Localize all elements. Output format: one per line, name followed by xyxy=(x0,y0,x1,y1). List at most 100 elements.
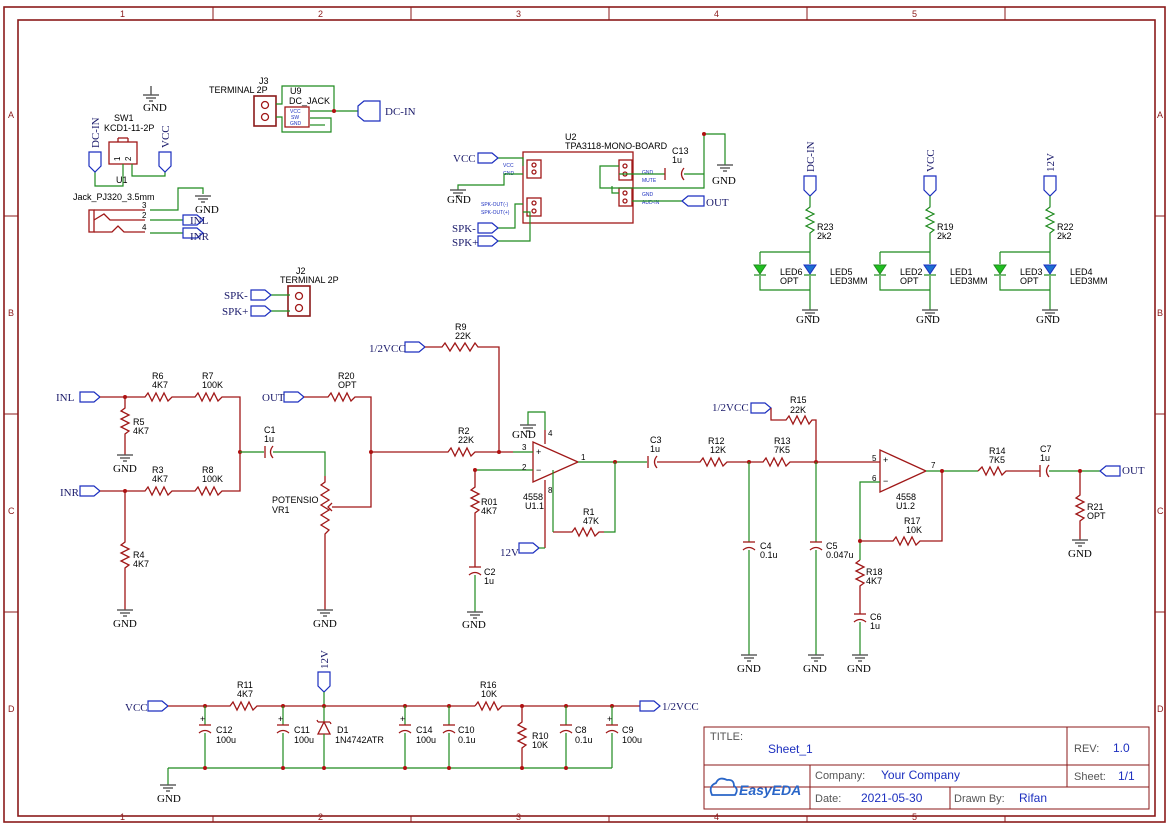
row-b: B xyxy=(8,308,14,318)
svg-text:R10: R10 xyxy=(532,731,549,741)
svg-text:SPK+: SPK+ xyxy=(452,237,478,249)
svg-text:4K7: 4K7 xyxy=(133,426,149,436)
svg-text:+: + xyxy=(607,714,612,724)
svg-text:GND: GND xyxy=(447,194,471,206)
svg-text:LED3MM: LED3MM xyxy=(1070,276,1108,286)
svg-text:DC-IN: DC-IN xyxy=(805,141,817,172)
svg-text:100u: 100u xyxy=(294,735,314,745)
col-5: 5 xyxy=(912,9,917,19)
svg-text:INR: INR xyxy=(190,231,210,243)
title-value: Sheet_1 xyxy=(768,742,813,756)
col-4: 4 xyxy=(714,9,719,19)
svg-text:GND: GND xyxy=(1036,314,1060,326)
svg-text:OPT: OPT xyxy=(900,276,919,286)
svg-text:TPA3118-MONO-BOARD: TPA3118-MONO-BOARD xyxy=(565,141,668,151)
inr-flag-top: INR xyxy=(182,227,210,243)
drawn-label: Drawn By: xyxy=(954,793,1005,805)
svg-text:INL: INL xyxy=(56,392,75,404)
col-5-bottom: 5 xyxy=(912,812,917,822)
svg-text:100K: 100K xyxy=(202,380,223,390)
svg-text:47K: 47K xyxy=(583,516,599,526)
svg-text:U1.2: U1.2 xyxy=(896,501,915,511)
svg-text:INR: INR xyxy=(60,487,80,499)
svg-text:10K: 10K xyxy=(481,689,497,699)
svg-text:1u: 1u xyxy=(1040,453,1050,463)
svg-text:POTENSIO: POTENSIO xyxy=(272,495,319,505)
svg-text:10K: 10K xyxy=(532,740,548,750)
vr1-potentiometer: POTENSIO VR1 GND xyxy=(272,476,340,630)
col-3-bottom: 3 xyxy=(516,812,521,822)
out-flag-u2: OUT xyxy=(681,195,729,209)
svg-text:C4: C4 xyxy=(760,541,772,551)
date-label: Date: xyxy=(815,793,841,805)
rev-label: REV: xyxy=(1074,743,1099,755)
svg-text:0.1u: 0.1u xyxy=(760,550,778,560)
svg-text:7K5: 7K5 xyxy=(774,445,790,455)
svg-text:R23: R23 xyxy=(817,222,834,232)
svg-text:OPT: OPT xyxy=(338,380,357,390)
svg-text:U1.1: U1.1 xyxy=(525,501,544,511)
svg-text:R13: R13 xyxy=(774,436,791,446)
gnd-u2-right: GND xyxy=(712,164,736,187)
svg-text:+: + xyxy=(400,714,405,724)
svg-text:C1: C1 xyxy=(264,425,276,435)
svg-text:GND: GND xyxy=(1068,548,1092,560)
svg-text:+: + xyxy=(278,714,283,724)
svg-text:GND: GND xyxy=(796,314,820,326)
spk-plus-flag-j2: SPK+ xyxy=(222,305,272,318)
svg-text:C11: C11 xyxy=(294,725,310,735)
power-supply-section: VCC R11 4K7 R16 10K 1/2VCC GND 12V + C12… xyxy=(125,650,699,805)
svg-text:22K: 22K xyxy=(790,405,806,415)
svg-text:C8: C8 xyxy=(575,725,587,735)
svg-text:100u: 100u xyxy=(622,735,642,745)
svg-text:LED3MM: LED3MM xyxy=(950,276,988,286)
led-group-12v: 12V R22 2k2 LED3 OPT LED4 LED3MM GND xyxy=(993,153,1108,326)
svg-text:GND: GND xyxy=(847,663,871,675)
svg-text:MUTE: MUTE xyxy=(642,178,657,184)
svg-text:R21: R21 xyxy=(1087,502,1104,512)
svg-text:R4: R4 xyxy=(133,550,145,560)
svg-text:5: 5 xyxy=(872,454,877,463)
svg-text:R8: R8 xyxy=(202,465,214,475)
svg-text:SPK-: SPK- xyxy=(452,223,476,235)
spk-minus-flag-j2: SPK- xyxy=(224,289,272,302)
vcc-flag-u2: VCC xyxy=(453,152,499,165)
svg-text:D1: D1 xyxy=(337,725,349,735)
row-labels: A B C D A B C D xyxy=(8,110,1164,714)
rev-value: 1.0 xyxy=(1113,741,1130,755)
j2-speaker-terminal: J2 TERMINAL 2P xyxy=(271,266,339,317)
svg-text:R17: R17 xyxy=(904,516,921,526)
r20-resistor: R20 OPT xyxy=(304,371,372,508)
audio-jack: Jack_PJ320_3.5mm 3 2 4 GND xyxy=(73,187,219,234)
svg-text:OUT: OUT xyxy=(262,392,285,404)
svg-text:2: 2 xyxy=(124,156,133,161)
svg-text:2k2: 2k2 xyxy=(817,231,832,241)
svg-text:1: 1 xyxy=(113,156,122,161)
svg-text:2: 2 xyxy=(142,211,147,220)
svg-text:DC_JACK: DC_JACK xyxy=(289,96,330,106)
svg-text:LED1: LED1 xyxy=(950,267,973,277)
svg-text:2: 2 xyxy=(522,463,527,472)
svg-text:EasyEDA: EasyEDA xyxy=(739,782,801,798)
svg-text:R7: R7 xyxy=(202,371,214,381)
r12-r13-resistors: R12 12K R13 7K5 xyxy=(657,436,880,468)
svg-text:J3: J3 xyxy=(259,76,269,86)
svg-text:3: 3 xyxy=(142,201,147,210)
row-c: C xyxy=(8,506,15,516)
svg-text:GND: GND xyxy=(462,619,486,631)
svg-text:SW: SW xyxy=(291,115,299,121)
svg-text:GND: GND xyxy=(143,102,167,114)
svg-text:0.1u: 0.1u xyxy=(458,735,476,745)
date-value: 2021-05-30 xyxy=(861,791,923,805)
svg-text:GND: GND xyxy=(642,170,654,176)
v12-flag-opamp: 12V xyxy=(500,542,545,559)
u1-2-opamp: + − 5 6 7 4558 U1.2 R17 10K R18 4K7 C6 1… xyxy=(847,448,978,675)
col-4-bottom: 4 xyxy=(714,812,719,822)
svg-text:C2: C2 xyxy=(484,567,496,577)
svg-text:VCC: VCC xyxy=(503,163,514,169)
half-vcc-flag-r15: 1/2VCC xyxy=(712,402,772,414)
c4-capacitor: C4 0.1u GND xyxy=(737,462,778,675)
j3-terminal: J3 TERMINAL 2P xyxy=(209,76,277,127)
r2-resistor: R2 22K xyxy=(369,426,513,458)
